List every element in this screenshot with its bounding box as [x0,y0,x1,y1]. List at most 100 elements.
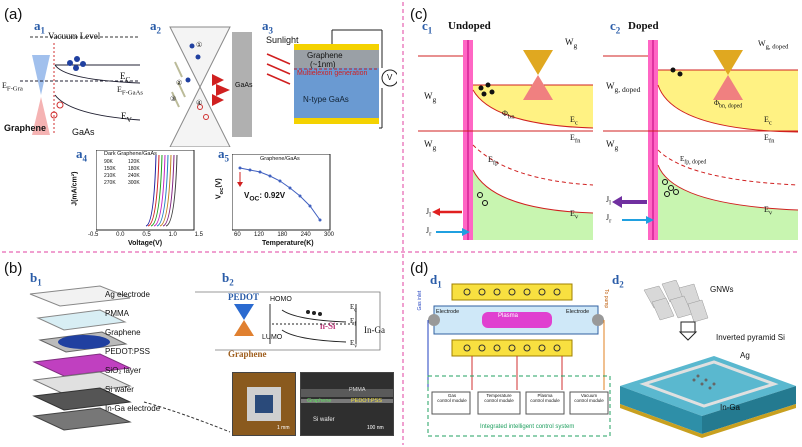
b2-nsi-label: n-Si [320,321,336,331]
a4-xtick: 1.5 [194,232,203,238]
b-sem-graphene: Graphene [307,398,332,404]
a1-efgaas-label: EF-GaAs [117,85,143,97]
c1-wg-cone: Wg [565,37,578,50]
b2-band-diagram [234,304,357,344]
c1-title: Undoped [448,20,491,32]
d1-electrode-left: Electrode [436,309,460,315]
sublabel-d1: d1 [430,272,442,290]
a4-xtick: -0.5 [88,232,99,238]
c2-efp: Efp, doped [680,155,707,166]
a1-vacuum-label: Vacuum Level [48,31,101,41]
b-sem-si: Si wafer [313,417,335,423]
c2-jl: Jl [606,195,611,207]
b2-ev-label: Ev [350,339,358,350]
a5-legend: Graphene/GaAs [260,156,300,162]
a4-ylabel: J(mA/cm²) [71,171,79,206]
c2-ev: Ev [764,205,773,217]
d1-system-label: Integrated intelligent control system [480,424,575,430]
c2-phi: Φbn, doped [714,99,743,110]
d1-module-temperature: Temperature control module [484,393,514,403]
c2-title: Doped [628,20,659,32]
a1-ev-label: EV [121,111,132,124]
sublabel-c1: c1 [422,18,433,36]
a4-xtick: 0.0 [116,232,125,238]
c2-wg-cone: Wg, doped [758,39,789,51]
a3-device-schematic [266,29,397,129]
c1-ec: Ec [570,115,578,127]
sublabel-b1: b1 [30,270,42,288]
b-sem-pmma: PMMA [349,387,366,393]
a1-efgra-label: EF-Gra [2,81,23,93]
a3-sunlight-label: Sunlight [266,35,299,45]
a5-voc-chart [232,154,331,231]
panel-label-d: (d) [410,260,429,277]
a4-legend-item: 90K [104,159,113,165]
a4-legend-item: 210K [104,173,116,179]
a3-voltmeter-label: V [387,73,393,82]
a4-jv-chart [96,150,195,231]
c2-efn: Efn [764,133,775,145]
a4-legend-item: 180K [128,166,140,172]
a5-xlabel: Temperature(K) [262,240,314,247]
c-band-diagrams [418,40,799,240]
c1-efn: Efn [570,133,581,145]
c1-wg-left: Wg [424,91,437,104]
b2-pedot-label: PEDOT [228,292,260,302]
a1-ec-label: EC [120,71,131,84]
a4-legend-item: 120K [128,159,140,165]
d2-device-3d [620,280,796,438]
c1-ws: Wg [424,139,437,152]
b-connector-lines [143,291,381,433]
a4-legend-item: 300K [128,180,140,186]
c1-phi: Φbn [502,109,515,121]
a4-legend: 90K 120K 150K 180K 210K 240K 270K 300K [104,159,152,187]
b1-layer-label: Graphene [105,328,141,337]
b1-layer-label: In-Ga electrode [105,404,161,413]
a5-xtick: 240 [300,232,311,238]
b1-layer-labels: Ag electrode PMMA Graphene PEDOT:PSS SiO… [105,290,160,413]
a5-ylabel: Voc(V) [215,178,226,200]
a2-step-2: ② [176,80,183,87]
a3-ngaas-label: N-type GaAs [303,95,349,104]
sublabel-a4: a4 [76,146,87,164]
sublabel-c2: c2 [610,18,621,36]
a3-thickness-label: (~1nm) [310,60,336,69]
a3-graphene-label: Graphene [307,51,343,60]
b1-layer-label: PEDOT:PSS [105,347,150,356]
sublabel-a3: a3 [262,18,273,36]
a2-gaas-label: GaAs [235,82,253,89]
b-device-photo: 1 mm [232,372,296,436]
c1-jr: Jr [426,226,432,238]
panel-label-a: (a) [4,6,23,23]
b2-ec-label: Ec [350,303,357,314]
a4-xtick: 0.5 [142,232,151,238]
a2-dirac-cone [169,26,252,147]
b-sem-image: PMMA Graphene PEDOT:PSS Si wafer 100 nm [300,372,394,436]
d1-gas-inlet: Gas inlet [417,290,424,311]
a4-xlabel: Voltage(V) [128,240,163,247]
a2-step-4: ④ [196,100,203,107]
b1-layer-stack [29,285,132,431]
d1-plasma-label: Plasma [498,313,519,319]
d1-to-pump: To pump [603,289,610,309]
a4-xticks: -0.5 0.0 0.5 1.0 1.5 [88,232,203,238]
a1-band-diagram [20,36,141,135]
b1-layer-label: Si wafer [105,385,134,394]
d1-module-plasma: Plasma control module [530,393,560,403]
d1-electrode-right: Electrode [566,309,590,315]
d1-pecvd-system [427,283,611,437]
a1-gaas-label: GaAs [72,127,95,137]
panel-label-b: (b) [4,260,23,277]
c2-wg-left: Wg, doped [606,81,641,94]
c2-jr: Jr [606,213,612,225]
a3-multi-label: Multielexon generation [297,70,368,77]
c2-ec: Ec [764,115,772,127]
d2-pyramid-label: Inverted pyramid Si [716,333,785,342]
c1-efp: Efp [488,155,499,167]
a5-xtick: 120 [254,232,265,238]
sublabel-a5: a5 [218,146,229,164]
a1-graphene-label: Graphene [4,123,47,133]
a4-legend-item: 240K [128,173,140,179]
b2-homo-label: HOMO [270,296,292,303]
